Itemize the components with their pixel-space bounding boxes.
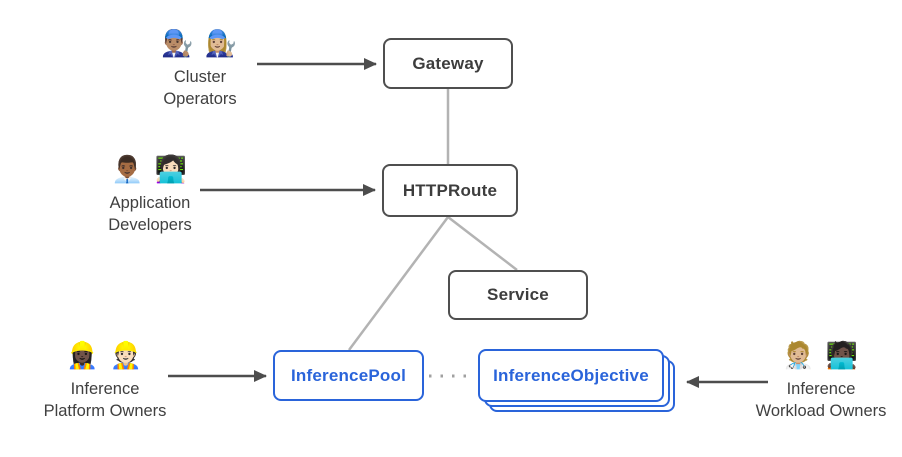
- node-label: InferenceObjective: [493, 365, 649, 385]
- actor-label-line: Platform Owners: [43, 402, 167, 420]
- actor-label-line: Inference: [70, 380, 140, 398]
- actor-label: Inference Workload Owners: [748, 378, 894, 422]
- emoji-row: 🧑🏼‍⚕️ 🧑🏿‍💻: [748, 338, 894, 372]
- node-inferencepool: InferencePool: [273, 350, 424, 401]
- actor-label-line: Cluster: [173, 68, 227, 86]
- actor-inference-workload-owners: 🧑🏼‍⚕️ 🧑🏿‍💻 Inference Workload Owners: [748, 338, 894, 422]
- actor-label-line: Workload Owners: [755, 402, 887, 420]
- actor-label-line: Application: [109, 194, 191, 212]
- technologist-woman-icon: 👩🏻‍💻: [154, 154, 189, 184]
- construction-worker-woman-icon: 👷🏿‍♀️: [66, 340, 101, 370]
- actor-label-line: Inference: [786, 380, 856, 398]
- node-service: Service: [448, 270, 588, 320]
- actor-label: Application Developers: [80, 192, 220, 236]
- actor-cluster-operators: 👨🏽‍🔧 👩🏼‍🔧 Cluster Operators: [130, 26, 270, 110]
- node-httproute: HTTPRoute: [382, 164, 518, 217]
- node-label: Gateway: [412, 53, 484, 73]
- actor-label-line: Operators: [163, 90, 237, 108]
- health-worker-icon: 🧑🏼‍⚕️: [782, 340, 817, 370]
- construction-worker-man-icon: 👷🏻: [109, 340, 144, 370]
- node-label: InferencePool: [290, 365, 407, 385]
- technologist-man-icon: 🧑🏿‍💻: [825, 340, 860, 370]
- emoji-row: 👨🏽‍🔧 👩🏼‍🔧: [130, 26, 270, 60]
- edge-httproute-inferencepool: [347, 216, 450, 351]
- emoji-row: 👷🏿‍♀️ 👷🏻: [20, 338, 190, 372]
- mechanic-man-icon: 👨🏽‍🔧: [161, 28, 196, 58]
- mechanic-woman-icon: 👩🏼‍🔧: [204, 28, 239, 58]
- actor-label: Cluster Operators: [130, 66, 270, 110]
- node-inferenceobjective: InferenceObjective: [478, 349, 664, 402]
- actor-label-line: Developers: [108, 216, 192, 234]
- actor-label: Inference Platform Owners: [20, 378, 190, 422]
- node-gateway: Gateway: [383, 38, 513, 89]
- actor-application-developers: 👨🏾‍💼 👩🏻‍💻 Application Developers: [80, 152, 220, 236]
- emoji-row: 👨🏾‍💼 👩🏻‍💻: [80, 152, 220, 186]
- node-label: Service: [487, 285, 549, 304]
- node-label: HTTPRoute: [402, 180, 498, 200]
- edge-httproute-service: [447, 216, 518, 271]
- actor-inference-platform-owners: 👷🏿‍♀️ 👷🏻 Inference Platform Owners: [20, 338, 190, 422]
- office-worker-man-icon: 👨🏾‍💼: [111, 154, 146, 184]
